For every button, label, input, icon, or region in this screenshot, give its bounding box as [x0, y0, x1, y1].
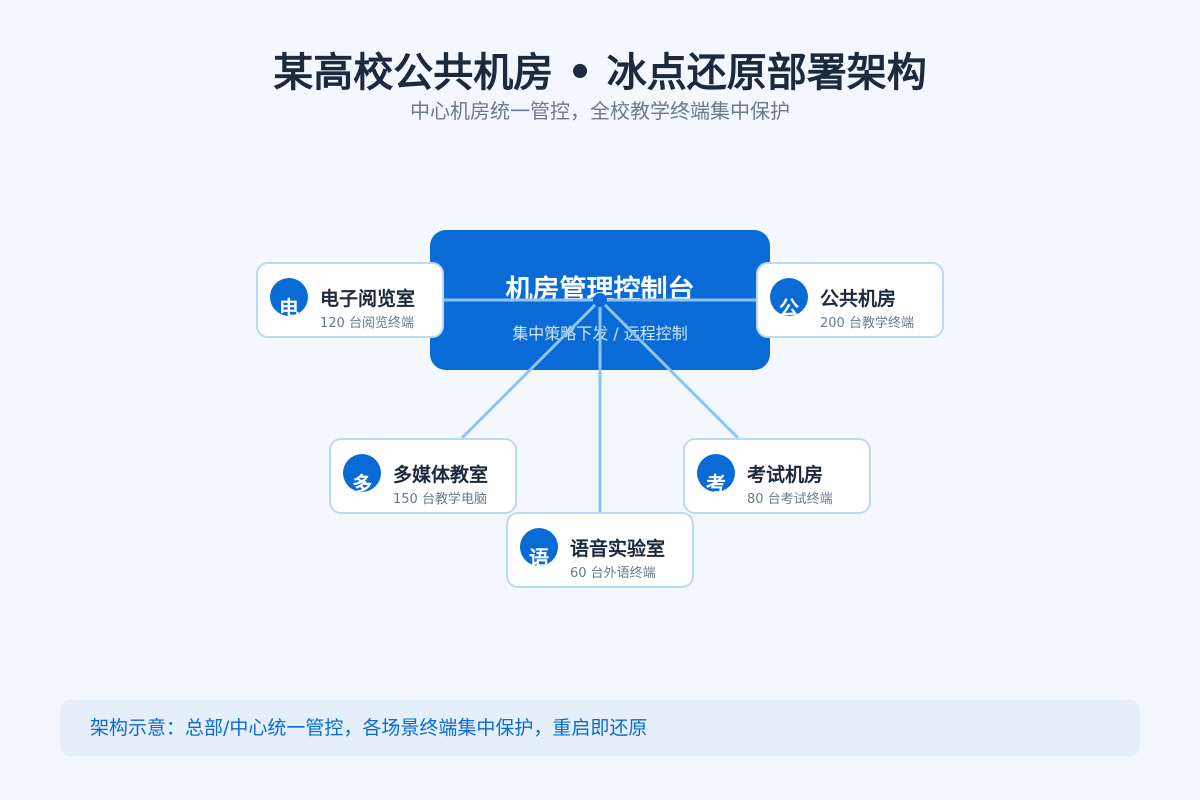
node-multimedia-room[interactable]: 多 多媒体教室 150 台教学电脑	[329, 438, 517, 514]
node-badge: 电	[270, 278, 308, 316]
node-subtitle: 120 台阅览终端	[320, 316, 414, 331]
node-subtitle: 150 台教学电脑	[393, 492, 487, 507]
node-badge: 语	[520, 528, 558, 566]
node-subtitle: 200 台教学终端	[820, 316, 914, 331]
page-subtitle: 中心机房统一管控，全校教学终端集中保护	[410, 99, 790, 123]
node-title: 多媒体教室	[393, 464, 489, 486]
node-badge: 多	[343, 454, 381, 492]
footer-note: 架构示意：总部/中心统一管控，各场景终端集中保护，重启即还原	[60, 700, 1140, 756]
hub-title: 机房管理控制台	[505, 275, 695, 306]
node-title: 考试机房	[747, 464, 824, 486]
node-public-lab[interactable]: 公 公共机房 200 台教学终端	[756, 262, 944, 338]
hub-subtitle: 集中策略下发 / 远程控制	[512, 324, 688, 343]
node-e-reading-room[interactable]: 电 电子阅览室 120 台阅览终端	[256, 262, 444, 338]
node-language-lab[interactable]: 语 语音实验室 60 台外语终端	[506, 512, 694, 588]
node-badge: 考	[697, 454, 735, 492]
node-title: 公共机房	[820, 288, 897, 310]
node-title: 语音实验室	[570, 538, 666, 560]
node-title: 电子阅览室	[320, 288, 416, 310]
node-subtitle: 60 台外语终端	[570, 566, 656, 581]
node-subtitle: 80 台考试终端	[747, 492, 833, 507]
node-exam-lab[interactable]: 考 考试机房 80 台考试终端	[683, 438, 871, 514]
page-title: 某高校公共机房 • 冰点还原部署架构	[273, 50, 927, 96]
control-console-hub[interactable]: 机房管理控制台 集中策略下发 / 远程控制	[430, 230, 770, 370]
node-badge: 公	[770, 278, 808, 316]
